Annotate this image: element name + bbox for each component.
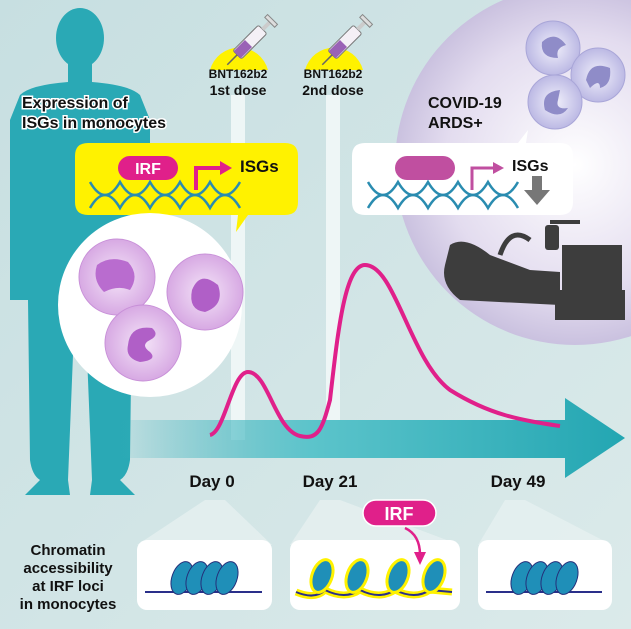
day-0-label: Day 0 — [189, 472, 234, 491]
covid-callout: ISGs — [352, 130, 573, 215]
expression-label-line2: ISGs in monocytes — [22, 115, 166, 132]
covid-label-line2: ARDS+ — [428, 115, 483, 132]
irf-activation-callout: IRF ISGs — [75, 143, 298, 232]
covid-label-line1: COVID-19 — [428, 95, 502, 112]
dose-2-vaccine: BNT162b2 — [304, 67, 363, 81]
chromatin-closed-day49 — [478, 540, 612, 610]
day-49-label: Day 49 — [491, 472, 546, 491]
irf-pill — [362, 499, 437, 527]
syringe-icon — [305, 13, 374, 70]
day-21-label: Day 21 — [303, 472, 358, 491]
chromatin-closed-day0 — [137, 540, 272, 610]
irf-factor-pill — [118, 156, 178, 180]
promoter-arrow-icon — [470, 166, 495, 190]
down-arrow-icon — [524, 176, 550, 205]
chromatin-irf-label: IRF — [385, 504, 414, 524]
chromatin-open-day21 — [290, 540, 460, 610]
dose-2-label: 2nd dose — [302, 82, 364, 98]
chromatin-label-line2: accessibility — [23, 560, 113, 577]
covid-isgs-label: ISGs — [512, 158, 549, 175]
isgs-label: ISGs — [240, 157, 279, 176]
dna-helix-icon — [88, 179, 242, 211]
syringe-icon — [210, 13, 279, 70]
isg-expression-curve — [209, 262, 561, 439]
dose-1-label: 1st dose — [210, 82, 267, 98]
chromatin-label-line1: Chromatin — [31, 542, 106, 559]
patient-in-bed-icon — [444, 220, 625, 320]
irf-binding-callout: IRF — [362, 499, 437, 565]
chromatin-label-line3: at IRF loci — [32, 578, 104, 595]
irf-factor-label: IRF — [135, 161, 161, 178]
dna-helix-icon — [366, 179, 520, 211]
covid-monocytes-icon — [525, 20, 626, 130]
dose-1-vaccine: BNT162b2 — [209, 67, 268, 81]
expression-label-line1: Expression of — [22, 95, 128, 112]
promoter-arrow-icon — [194, 166, 222, 190]
irf-factor-pill-inactive — [395, 156, 455, 180]
chromatin-label-line4: in monocytes — [20, 596, 117, 613]
monocytes-inset — [58, 213, 244, 397]
timeline-arrow — [100, 398, 625, 478]
